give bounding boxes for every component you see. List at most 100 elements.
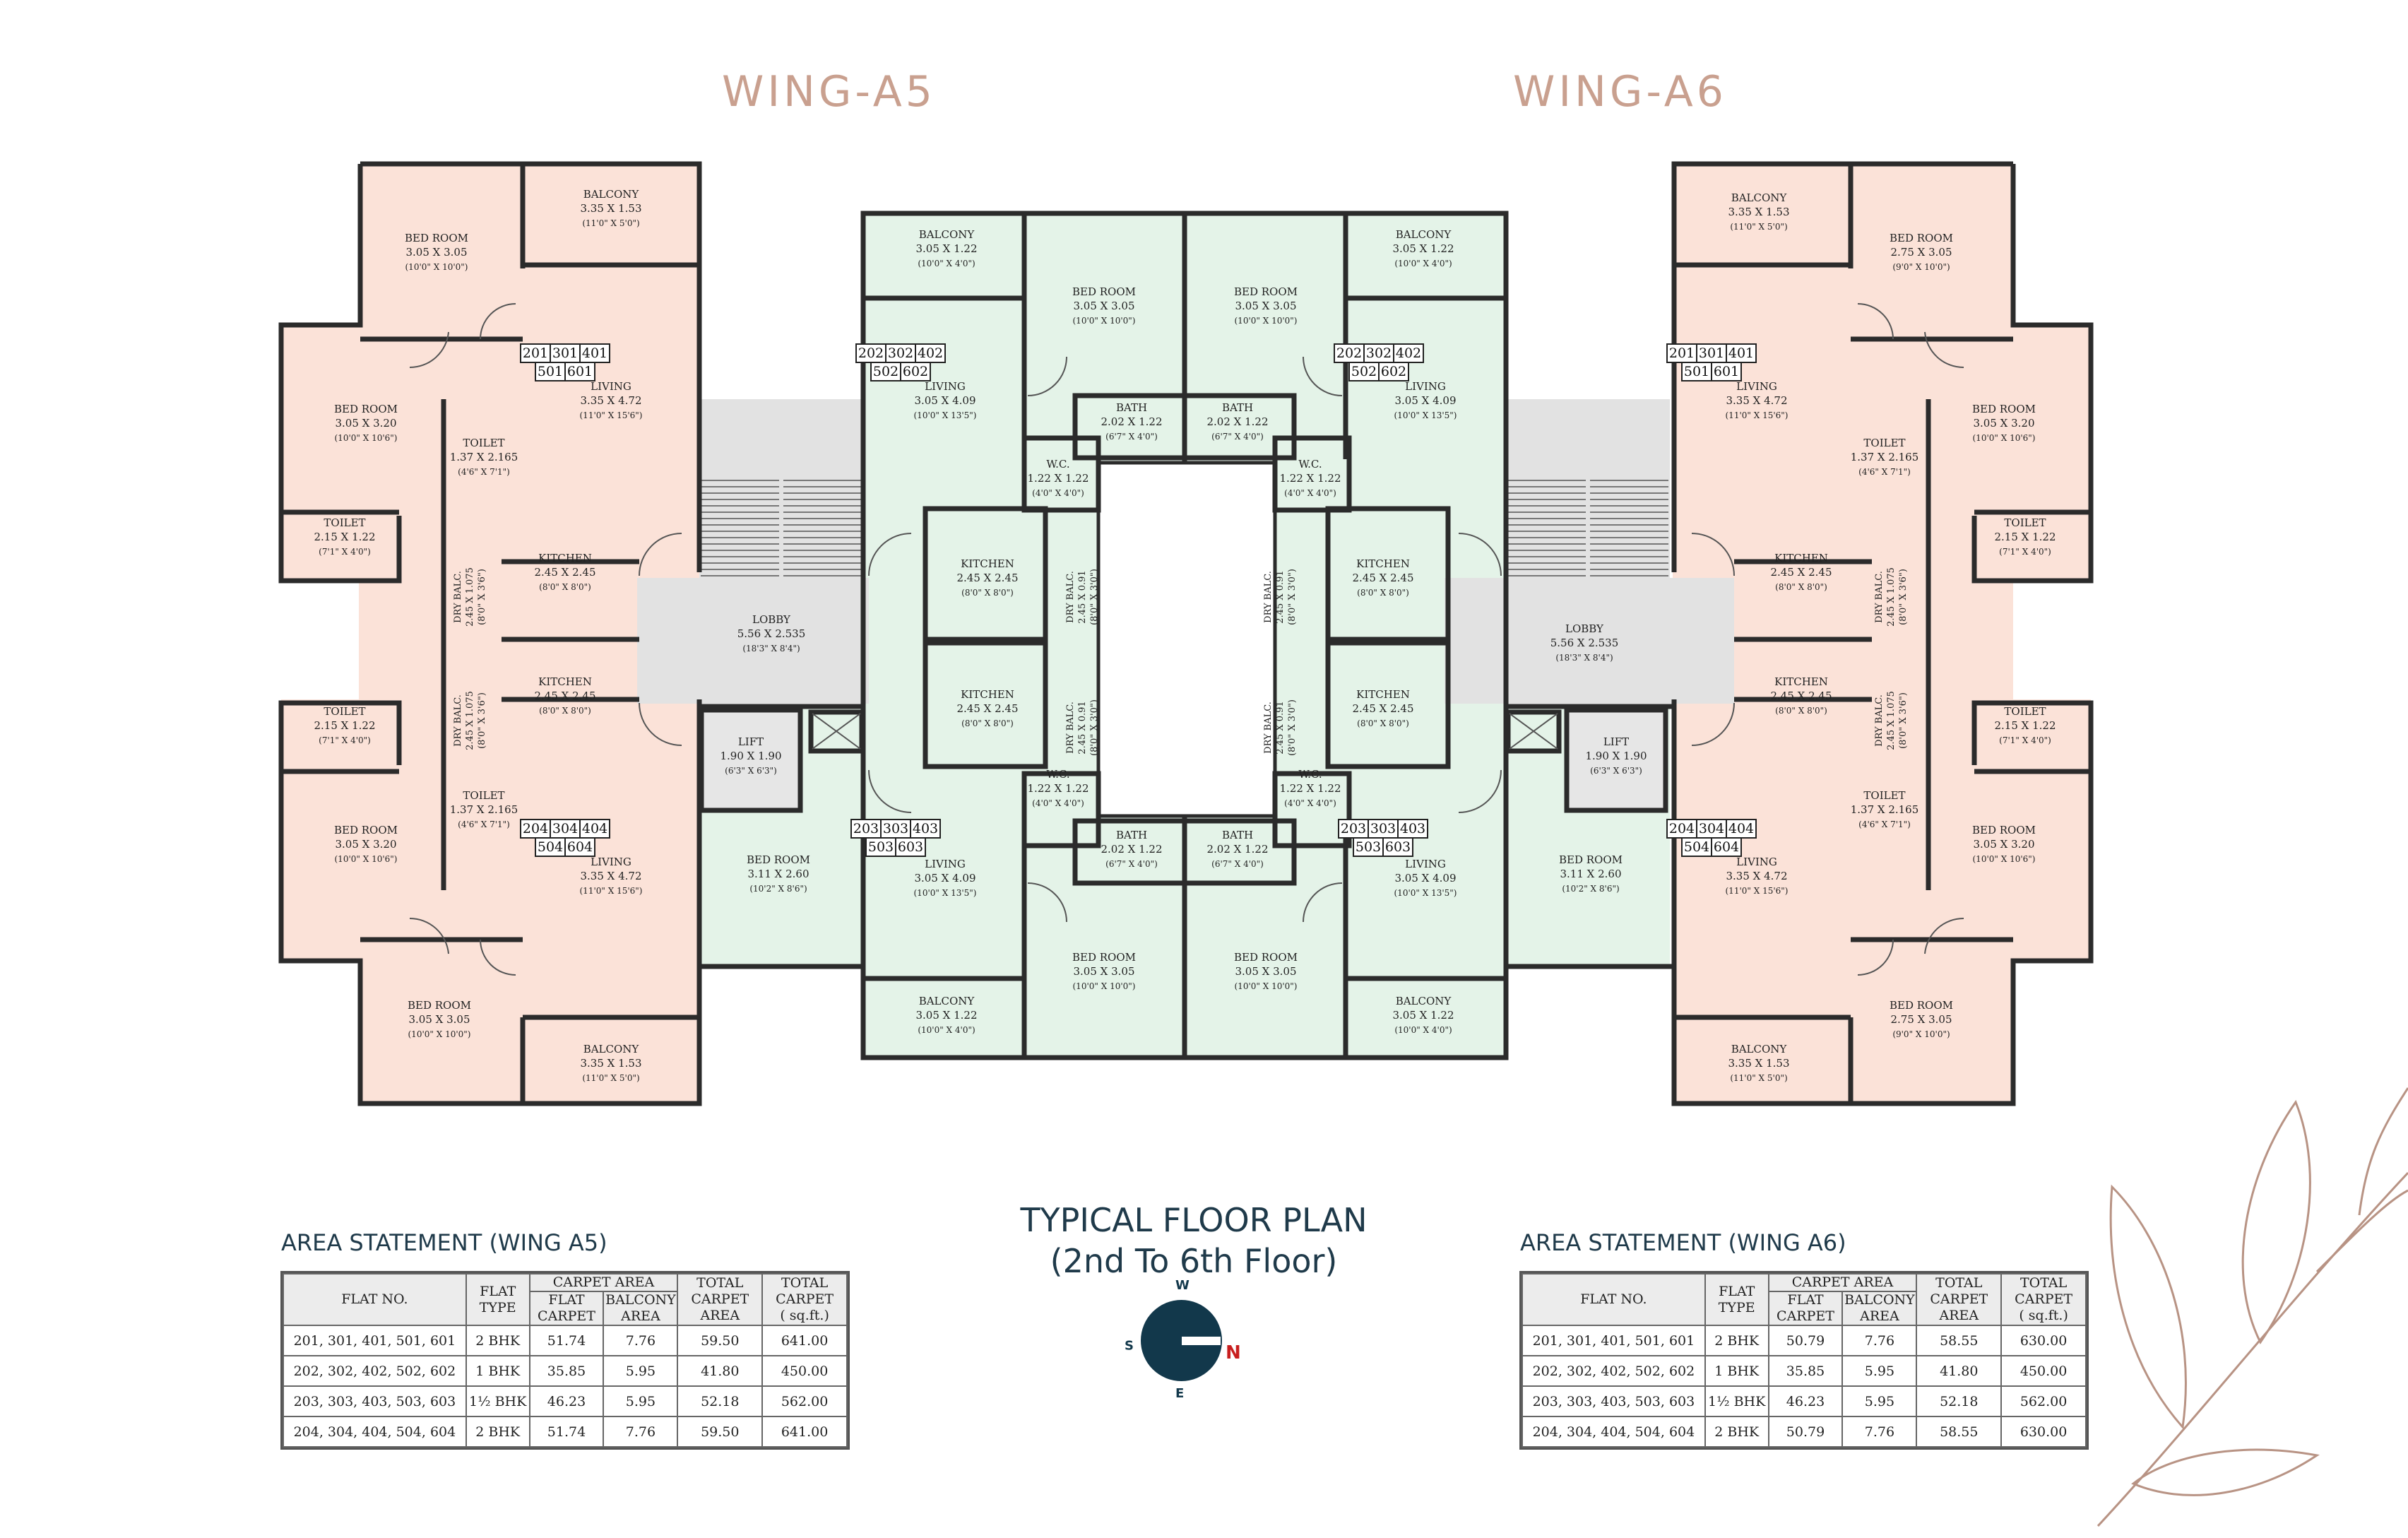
room-label-line: 3.05 X 1.22 xyxy=(915,1009,977,1022)
room-label-line: BATH xyxy=(1222,401,1253,414)
room-label-line: (6'7" X 4'0") xyxy=(1211,432,1264,442)
room-label-line: 3.05 X 1.22 xyxy=(1392,1009,1454,1022)
table-cell: 202, 302, 402, 502, 602 xyxy=(1522,1355,1706,1387)
room-label-line: (11'0" X 5'0") xyxy=(1730,222,1787,232)
room-label-line: (4'0" X 4'0") xyxy=(1284,488,1336,498)
room-label-line: (10'0" X 13'5") xyxy=(1394,888,1457,898)
table-cell: 203, 303, 403, 503, 603 xyxy=(283,1385,467,1417)
dry-balcony-labels: DRY BALC.2.45 X 1.075(8'0" X 3'6") DRY BA… xyxy=(453,567,1909,756)
room-label-line: (18'3" X 8'4") xyxy=(1555,653,1613,663)
unit-number: 401 xyxy=(582,345,607,361)
table-cell: 50.79 xyxy=(1767,1416,1844,1448)
table-cell: 59.50 xyxy=(677,1416,764,1448)
room-label-line: 1.90 X 1.90 xyxy=(720,750,781,762)
room-label-line: 3.05 X 4.09 xyxy=(1394,872,1456,885)
room-label-line: (6'7" X 4'0") xyxy=(1105,859,1158,869)
unit-number: 402 xyxy=(918,345,943,361)
dry-balcony-label: DRY BALC.2.45 X 1.075(8'0" X 3'6") xyxy=(1874,691,1909,750)
table-cell: 5.95 xyxy=(603,1385,679,1417)
room-label-line: (8'0" X 8'0") xyxy=(1775,582,1827,592)
room-label-line: BED ROOM xyxy=(1890,232,1953,244)
unit-number: 404 xyxy=(582,821,607,836)
table-cell: 204, 304, 404, 504, 604 xyxy=(283,1416,467,1448)
room-label-line: BATH xyxy=(1116,829,1147,841)
header-flat-no: FLAT NO. xyxy=(283,1273,467,1326)
table-cell: 202, 302, 402, 502, 602 xyxy=(283,1355,467,1387)
room-label-line: 3.05 X 3.05 xyxy=(1235,965,1296,978)
unit-number: 504 xyxy=(538,839,563,855)
table-cell: 35.85 xyxy=(1767,1355,1844,1387)
unit-number: 603 xyxy=(1385,839,1411,855)
door-swings xyxy=(409,303,1964,976)
room-label-line: (4'0" X 4'0") xyxy=(1032,488,1084,498)
unit-number: 202 xyxy=(1336,345,1362,361)
dry-balcony-label: DRY BALC.2.45 X 0.91(8'0" X 3'0") xyxy=(1263,569,1298,625)
unit-number: 503 xyxy=(868,839,894,855)
room-label-line: LIVING xyxy=(925,380,966,393)
room-label-line: 2.45 X 2.45 xyxy=(956,572,1018,584)
room-label-line: (9'0" X 10'0") xyxy=(1892,1029,1950,1039)
unit-number: 303 xyxy=(883,821,908,836)
room-label-line: 3.05 X 3.20 xyxy=(335,838,396,851)
table-cell: 2 BHK xyxy=(465,1325,530,1356)
walls xyxy=(278,161,2094,1106)
room-label-line: 2.02 X 1.22 xyxy=(1101,415,1162,428)
room-label-line: 2.15 X 1.22 xyxy=(314,531,375,543)
room-label-line: BALCONY xyxy=(1396,995,1452,1007)
room-label-line: (10'0" X 10'6") xyxy=(1973,854,2036,864)
table-cell: 52.18 xyxy=(1916,1385,2003,1417)
unit-tag-box xyxy=(1711,837,1742,857)
room-label-line: (7'1" X 4'0") xyxy=(1999,547,2051,557)
unit-number: 602 xyxy=(1381,364,1406,379)
room-label-line: 3.05 X 1.22 xyxy=(915,242,977,255)
room-label-line: KITCHEN xyxy=(1774,552,1828,564)
room-label-line: KITCHEN xyxy=(961,557,1014,570)
dry-balcony-label-line: (8'0" X 3'0") xyxy=(1089,699,1100,756)
room-label-line: BED ROOM xyxy=(405,232,468,244)
table-cell: 201, 301, 401, 501, 601 xyxy=(1522,1325,1706,1356)
room-label-line: BALCONY xyxy=(1731,191,1788,204)
room-label-line: 3.35 X 1.53 xyxy=(1728,206,1789,218)
table-cell: 58.55 xyxy=(1916,1416,2003,1448)
unit-number: 504 xyxy=(1684,839,1709,855)
room-label-line: BALCONY xyxy=(919,995,975,1007)
room-label-line: 2.45 X 2.45 xyxy=(1352,702,1413,715)
room-label: W.C.1.22 X 1.22(4'0" X 4'0") xyxy=(1279,768,1341,808)
dry-balcony-label-line: DRY BALC. xyxy=(1065,571,1076,623)
room-label-line: 3.35 X 4.72 xyxy=(580,870,641,882)
room-label-line: BED ROOM xyxy=(408,999,471,1012)
unit-number: 401 xyxy=(1728,345,1754,361)
room-label-line: (4'0" X 4'0") xyxy=(1284,798,1336,808)
room-label-line: 1.90 X 1.90 xyxy=(1585,750,1647,762)
room-label-line: BED ROOM xyxy=(1072,951,1136,964)
dry-balcony-label: DRY BALC.2.45 X 0.91(8'0" X 3'0") xyxy=(1065,699,1100,756)
unit-number: 204 xyxy=(1669,821,1695,836)
room-label-line: (10'0" X 10'0") xyxy=(405,262,468,272)
stair-a5 xyxy=(699,399,863,578)
table-cell: 2 BHK xyxy=(1704,1325,1769,1356)
lobby-a5 xyxy=(637,578,869,704)
unit-tag-box xyxy=(1382,837,1413,857)
unit-tag-box xyxy=(880,819,911,839)
table-cell: 630.00 xyxy=(2000,1416,2087,1448)
room-label-line: LIFT xyxy=(738,735,764,748)
unit-tag-box xyxy=(564,837,595,857)
